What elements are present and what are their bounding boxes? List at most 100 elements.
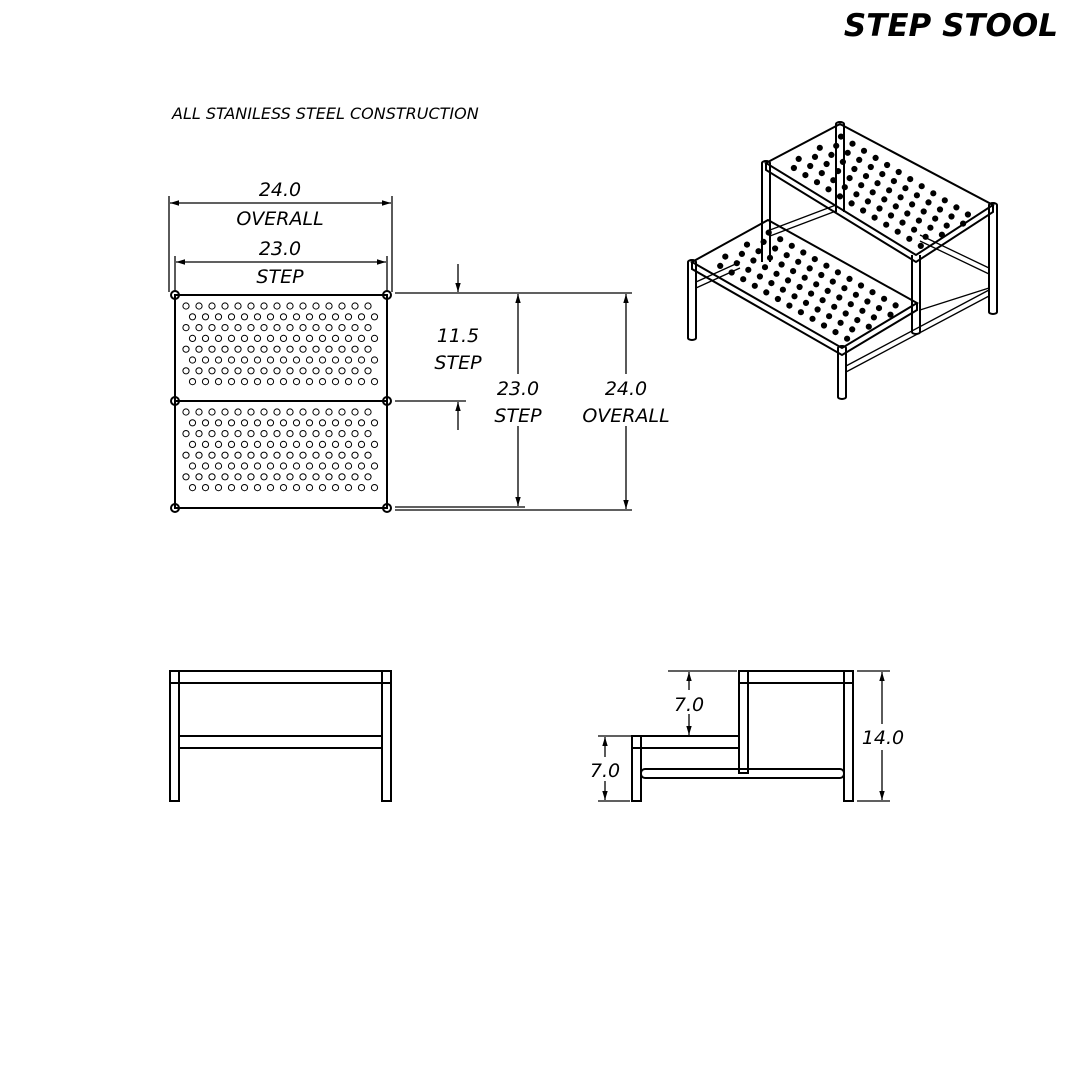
perforation-hole: [788, 242, 795, 249]
perforation-hole: [370, 419, 379, 427]
perforation-hole: [802, 172, 809, 179]
perforation-hole: [195, 408, 203, 416]
perforation-hole: [182, 430, 190, 438]
perforation-hole: [312, 473, 320, 481]
perforation-hole: [305, 356, 314, 364]
perforation-hole: [823, 262, 830, 269]
perforation-hole: [915, 217, 923, 224]
perforation-hole: [772, 245, 779, 252]
perforation-hole: [253, 462, 262, 470]
perforation-hole: [279, 334, 288, 342]
perforation-hole: [182, 451, 190, 459]
perforation-hole: [273, 324, 281, 332]
perforation-hole: [188, 356, 197, 364]
perforation-hole: [208, 408, 216, 416]
perforation-hole: [357, 313, 366, 321]
perforation-hole: [344, 462, 353, 470]
perforation-hole: [266, 440, 275, 448]
perforation-hole: [240, 419, 249, 427]
perforation-hole: [884, 161, 891, 169]
perforation-hole: [214, 440, 223, 448]
overall-width-value: 24.0: [259, 179, 301, 201]
overall-depth-label: OVERALL: [582, 405, 669, 427]
perforation-hole: [331, 440, 340, 448]
perforation-hole: [760, 238, 767, 245]
perforation-hole: [941, 197, 948, 204]
perforation-hole: [370, 334, 379, 342]
perforation-hole: [837, 133, 845, 140]
perforation-hole: [791, 293, 798, 300]
perforation-hole: [918, 183, 925, 190]
perforation-hole: [860, 207, 867, 214]
iso-legs: [687, 121, 998, 400]
perforation-hole: [344, 419, 353, 427]
perforation-hole: [240, 378, 249, 386]
perforation-hole: [214, 334, 223, 342]
perforation-hole: [247, 345, 255, 353]
perforation-hole: [357, 462, 366, 470]
perforation-hole: [797, 309, 805, 316]
perforation-hole: [839, 158, 847, 165]
perforation-hole: [299, 430, 307, 438]
perforation-hole: [266, 462, 275, 470]
perforation-hole: [740, 276, 747, 283]
perforation-hole: [907, 176, 914, 183]
perforation-hole: [813, 281, 820, 288]
perforation-hole: [344, 334, 353, 342]
perforation-hole: [325, 430, 333, 438]
perforation-hole: [338, 451, 346, 459]
perforation-hole: [188, 419, 197, 427]
perforation-hole: [795, 155, 802, 162]
perforation-hole: [875, 305, 883, 312]
perforation-hole: [260, 367, 268, 375]
perforation-hole: [897, 194, 904, 201]
perforation-hole: [826, 313, 833, 320]
perforation-hole: [927, 224, 934, 231]
perforation-hole: [943, 222, 950, 229]
perforation-hole: [871, 214, 878, 221]
perforation-hole: [851, 165, 858, 173]
perforation-hole: [266, 334, 275, 342]
perforation-hole: [849, 140, 856, 147]
perforation-hole: [318, 440, 327, 448]
perforation-hole: [292, 484, 301, 492]
perforation-hole: [201, 313, 210, 321]
perforation-hole: [240, 484, 249, 492]
perforation-hole: [848, 200, 855, 207]
perforation-hole: [867, 163, 874, 171]
iso-lower-perforations: [717, 229, 899, 342]
perforation-hole: [325, 408, 333, 416]
perforation-hole: [808, 290, 815, 297]
perforation-hole: [920, 208, 927, 215]
perforation-hole: [777, 236, 784, 243]
perforation-hole: [351, 367, 359, 375]
perforation-hole: [253, 484, 262, 492]
perforation-hole: [864, 298, 871, 305]
perforation-hole: [292, 356, 301, 364]
perforation-hole: [305, 484, 314, 492]
perforation-hole: [240, 356, 249, 364]
perforation-hole: [351, 302, 359, 310]
perforation-hole: [221, 430, 229, 438]
post-bottom-right: [382, 503, 392, 513]
perforation-hole: [370, 440, 379, 448]
perforation-hole: [182, 324, 190, 332]
perforation-hole: [814, 306, 821, 313]
perforation-hole: [830, 177, 837, 184]
perforation-hole: [743, 241, 751, 248]
perforation-hole: [208, 345, 216, 353]
perforation-hole: [820, 322, 828, 329]
perforation-hole: [842, 310, 849, 317]
perforation-hole: [824, 287, 831, 294]
upper-rise-value: 7.0: [674, 694, 704, 716]
perforation-hole: [370, 378, 379, 386]
perforation-hole: [357, 484, 366, 492]
perforation-hole: [221, 367, 229, 375]
perforation-hole: [201, 356, 210, 364]
perforation-hole: [779, 286, 787, 293]
perforation-hole: [890, 178, 898, 185]
step-width-value: 23.0: [259, 238, 301, 260]
perforation-hole: [260, 473, 268, 481]
perforation-hole: [214, 484, 223, 492]
perforation-hole: [188, 334, 197, 342]
